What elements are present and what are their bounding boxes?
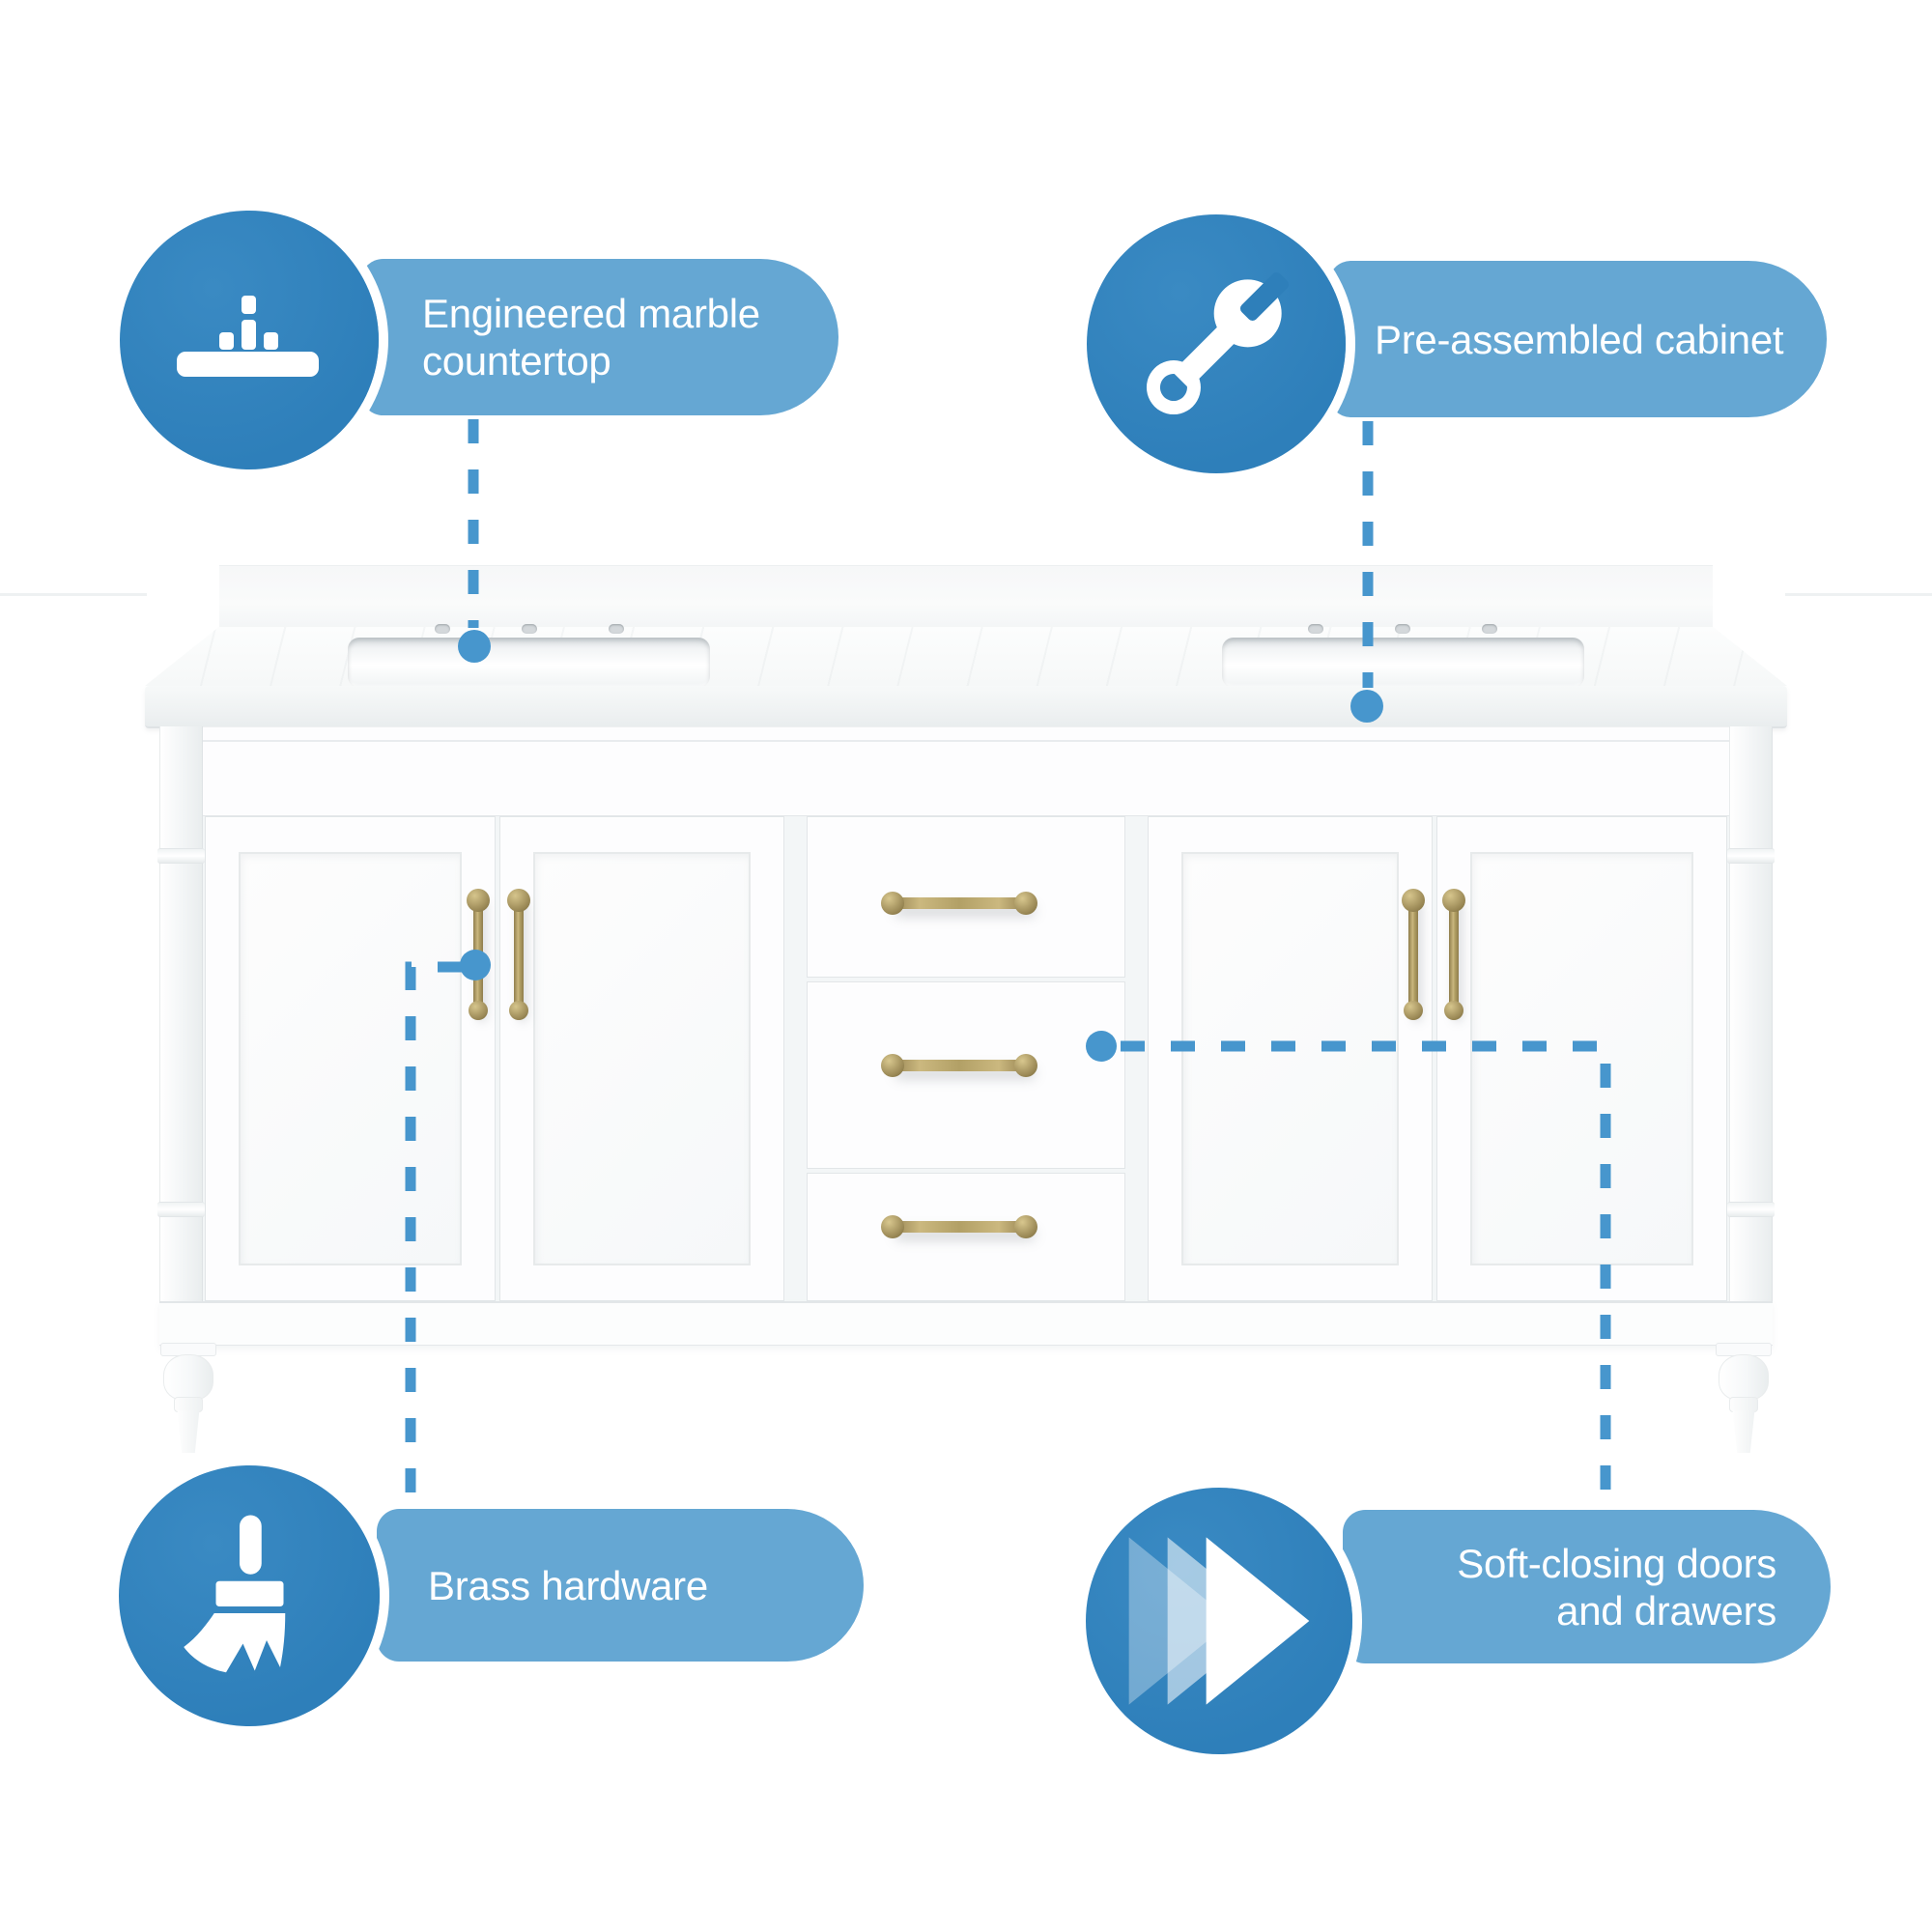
apron-groove: [203, 740, 1729, 742]
callout-hardware-badge: [119, 1465, 380, 1726]
callout-hardware-label: Brass hardware: [428, 1562, 708, 1608]
drawer-front: [807, 981, 1125, 1169]
wrench-icon: [1146, 271, 1289, 414]
callout-cabinet-label: Pre-assembled cabinet: [1375, 316, 1784, 362]
connector-softclose: [1121, 1040, 1611, 1507]
faucet-hole: [1482, 624, 1497, 634]
brush-icon: [183, 1515, 285, 1672]
door-panel: [239, 852, 462, 1265]
cabinet-door: [1148, 816, 1433, 1301]
connector-dot-cabinet: [1350, 690, 1383, 723]
brass-drawer-pull: [889, 1221, 1030, 1233]
callout-countertop-label: countertop: [422, 338, 611, 384]
connector-dot-softclose: [1086, 1031, 1117, 1062]
wall-line-right: [1785, 593, 1932, 596]
callout-softclose-label: and drawers: [1556, 1587, 1776, 1634]
sink-basin-right: [1222, 638, 1584, 688]
callout-countertop-badge: [120, 211, 379, 469]
countertop-icon: [177, 296, 319, 377]
faucet-hole: [1395, 624, 1410, 634]
cabinet-door: [205, 816, 496, 1301]
callout-softclose-label: Soft-closing doors: [1457, 1540, 1776, 1586]
drawer-front: [807, 1173, 1125, 1301]
faucet-hole: [609, 624, 624, 634]
pilaster-turning: [1727, 848, 1775, 864]
pilaster-right: [1729, 726, 1773, 1343]
connector-dot-hardware: [460, 950, 491, 980]
brass-drawer-pull: [889, 1060, 1030, 1071]
door-panel: [533, 852, 751, 1265]
callout-countertop-label: Engineered marble: [422, 291, 760, 336]
door-panel: [1470, 852, 1693, 1265]
vanity-foot-right: [1732, 1410, 1755, 1453]
brass-drawer-pull: [889, 897, 1030, 909]
callout-softclose-pill: Soft-closing doors and drawers: [1343, 1510, 1831, 1663]
brass-door-pull: [514, 895, 524, 1016]
pilaster-left: [159, 726, 203, 1343]
vanity-foot-left: [163, 1354, 213, 1401]
wall-line-left: [0, 593, 147, 596]
connector-dot-countertop: [458, 630, 491, 663]
pilaster-turning: [157, 1202, 205, 1217]
brass-door-pull: [1449, 895, 1459, 1016]
callout-hardware-pill: Brass hardware: [377, 1509, 864, 1662]
pilaster-turning: [1727, 1202, 1775, 1217]
fast-forward-icon: [1128, 1537, 1310, 1705]
faucet-hole: [1308, 624, 1323, 634]
vanity-foot-left: [177, 1410, 200, 1453]
faucet-hole: [522, 624, 537, 634]
countertop-front-edge: [145, 686, 1787, 728]
cabinet-bottom-rail: [159, 1301, 1773, 1346]
callout-softclose-badge: [1086, 1488, 1352, 1754]
sink-basin-left: [348, 638, 710, 688]
callout-cabinet-badge: [1087, 214, 1346, 473]
connector-hardware: [405, 961, 462, 1503]
door-panel: [1181, 852, 1399, 1265]
faucet-hole: [435, 624, 450, 634]
callout-countertop-pill: Engineered marble countertop: [360, 259, 838, 415]
cabinet-door: [1436, 816, 1727, 1301]
pilaster-turning: [157, 848, 205, 864]
callout-cabinet-pill: Pre-assembled cabinet: [1328, 261, 1827, 417]
cabinet-door: [499, 816, 784, 1301]
brass-door-pull: [1408, 895, 1418, 1016]
